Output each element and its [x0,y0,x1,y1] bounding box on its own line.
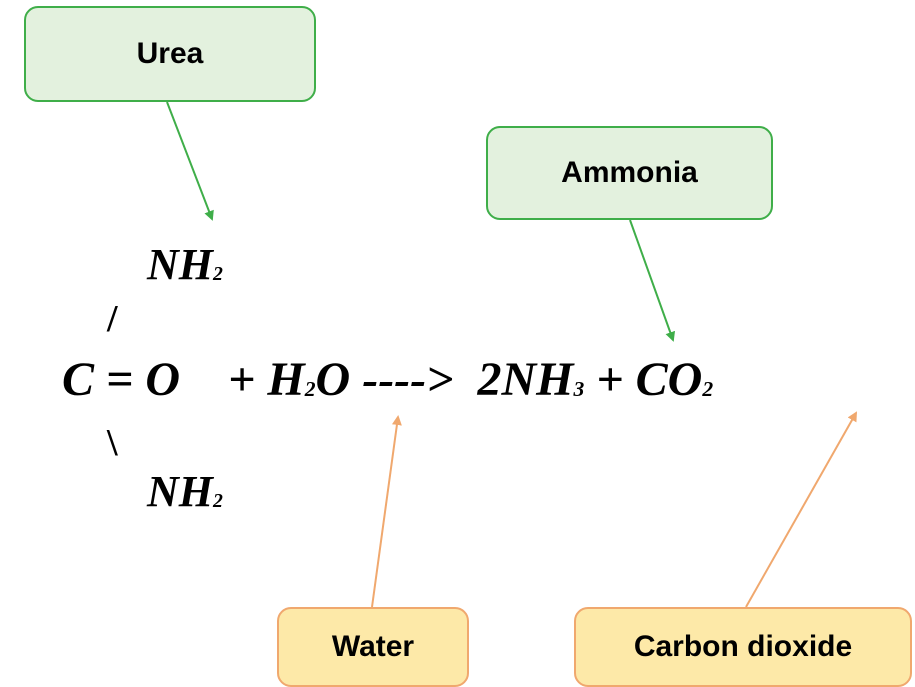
water-arrow [371,415,402,608]
urea-arrow [166,101,214,221]
water-subscript: 2 [304,377,316,402]
bond-lower: \ [107,422,118,464]
co2-formula: CO2 [636,353,713,406]
urea-label-text: Urea [136,37,204,70]
yield-arrow: ----> [362,353,454,406]
carbon-dioxide-label-text: Carbon dioxide [633,630,853,663]
bond-upper: / [107,298,118,340]
plus-sign-1: + [228,353,256,406]
amine-group-bottom: NH2 [147,470,223,514]
amine-bottom-base: NH [147,467,213,516]
water-o: O [315,353,351,406]
plus-sign-2: + [596,353,624,406]
ammonia-arrow [629,219,676,342]
co2-arrow [745,411,857,608]
ammonia-subscript: 3 [573,377,585,402]
carbon-dioxide-label: Carbon dioxide [574,607,912,687]
amine-top-base: NH [147,240,213,289]
ammonia-formula: 2NH3 [478,353,585,406]
ammonia-label-text: Ammonia [561,156,698,189]
water-formula: H2O [267,353,350,406]
ammonia-label: Ammonia [486,126,773,220]
co2-base: CO [635,353,703,406]
amine-bottom-subscript: 2 [213,489,223,512]
urea-core: C = O [62,353,181,406]
water-label-text: Water [331,630,415,663]
ammonia-base: NH [501,353,574,406]
urea-label: Urea [24,6,316,102]
amine-top-subscript: 2 [213,262,223,285]
water-label: Water [277,607,469,687]
co2-subscript: 2 [702,377,714,402]
reaction-equation: C = O + H2O ----> 2NH3 + CO2 [62,356,713,404]
water-h: H [267,353,305,406]
ammonia-coefficient: 2 [477,353,502,406]
amine-group-top: NH2 [147,243,223,287]
